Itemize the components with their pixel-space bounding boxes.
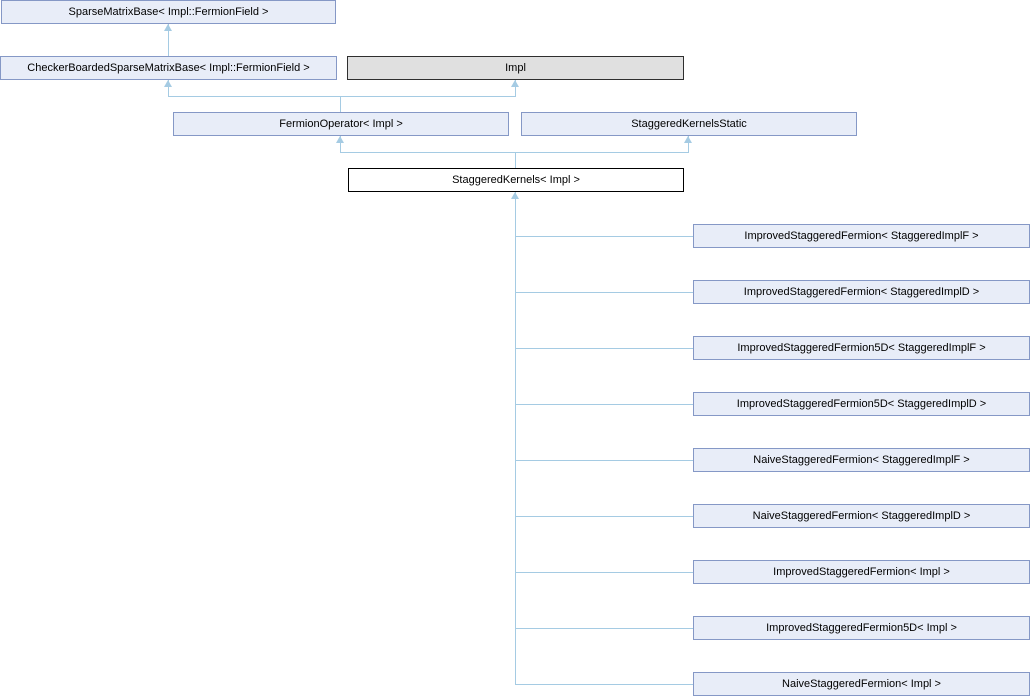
- edge-segment: [515, 152, 516, 168]
- edge-segment: [515, 460, 693, 461]
- arrow-up-icon: [684, 136, 692, 143]
- class-node-checkerboarded-sparse-matrix-base[interactable]: CheckerBoardedSparseMatrixBase< Impl::Fe…: [0, 56, 337, 80]
- edge-segment: [515, 516, 693, 517]
- edge-segment: [515, 80, 516, 97]
- arrow-up-icon: [511, 192, 519, 199]
- edge-segment: [515, 572, 693, 573]
- arrow-up-icon: [511, 80, 519, 87]
- class-node-staggered-kernels-static[interactable]: StaggeredKernelsStatic: [521, 112, 857, 136]
- class-node-derived-0[interactable]: ImprovedStaggeredFermion< StaggeredImplF…: [693, 224, 1030, 248]
- class-node-sparse-matrix-base[interactable]: SparseMatrixBase< Impl::FermionField >: [1, 0, 336, 24]
- edge-segment: [340, 136, 341, 153]
- class-node-derived-5[interactable]: NaiveStaggeredFermion< StaggeredImplD >: [693, 504, 1030, 528]
- arrow-up-icon: [336, 136, 344, 143]
- class-node-derived-6[interactable]: ImprovedStaggeredFermion< Impl >: [693, 560, 1030, 584]
- edge-segment: [168, 80, 169, 97]
- edge-segment: [340, 96, 341, 112]
- edge-segment: [515, 684, 693, 685]
- edge-segment: [168, 24, 169, 56]
- class-node-derived-1[interactable]: ImprovedStaggeredFermion< StaggeredImplD…: [693, 280, 1030, 304]
- edge-segment: [340, 152, 689, 153]
- class-node-impl[interactable]: Impl: [347, 56, 684, 80]
- arrow-up-icon: [164, 24, 172, 31]
- arrow-up-icon: [164, 80, 172, 87]
- edge-segment: [515, 348, 693, 349]
- edge-segment: [515, 292, 693, 293]
- class-node-derived-3[interactable]: ImprovedStaggeredFermion5D< StaggeredImp…: [693, 392, 1030, 416]
- edge-segment: [515, 236, 693, 237]
- edge-segment: [515, 404, 693, 405]
- class-node-staggered-kernels-current: StaggeredKernels< Impl >: [348, 168, 684, 192]
- edge-segment: [168, 96, 516, 97]
- class-node-derived-7[interactable]: ImprovedStaggeredFermion5D< Impl >: [693, 616, 1030, 640]
- edge-segment: [515, 628, 693, 629]
- class-node-derived-8[interactable]: NaiveStaggeredFermion< Impl >: [693, 672, 1030, 696]
- edge-segment: [515, 192, 516, 685]
- class-node-fermion-operator[interactable]: FermionOperator< Impl >: [173, 112, 509, 136]
- class-node-derived-4[interactable]: NaiveStaggeredFermion< StaggeredImplF >: [693, 448, 1030, 472]
- edge-segment: [688, 136, 689, 153]
- class-node-derived-2[interactable]: ImprovedStaggeredFermion5D< StaggeredImp…: [693, 336, 1030, 360]
